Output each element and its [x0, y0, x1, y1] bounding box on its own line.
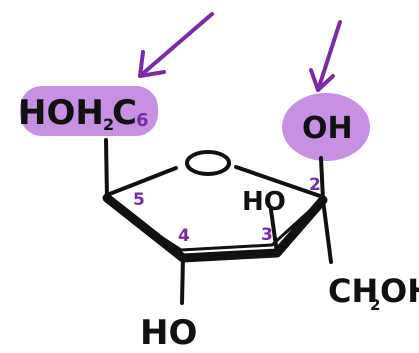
label-ch2oh-tail: OH	[380, 272, 419, 310]
label-hoh2c-sub: 2	[103, 115, 114, 134]
label-ho-upper: HO	[242, 187, 286, 217]
label-oh-top: OH	[302, 111, 353, 146]
carbon-number-5: 5	[133, 190, 145, 210]
label-ch2oh-sub: 2	[370, 296, 380, 314]
ring	[102, 138, 333, 305]
highlight-oh	[282, 93, 370, 161]
carbon-number-2: 2	[309, 175, 321, 195]
carbon-number-3: 3	[261, 225, 273, 245]
carbon-number-4: 4	[178, 226, 190, 246]
arrow-right	[309, 20, 342, 92]
label-ho-bottom: HO	[140, 313, 197, 353]
label-hoh2c-tail: C	[112, 93, 137, 133]
carbon-number-6: 6	[136, 110, 149, 131]
ring-oxygen	[185, 150, 231, 176]
label-ch2oh-main: CH	[328, 272, 378, 310]
arrow-left	[138, 12, 214, 78]
label-hoh2c: HOH	[18, 93, 104, 133]
highlight-hoh2c	[20, 86, 158, 136]
